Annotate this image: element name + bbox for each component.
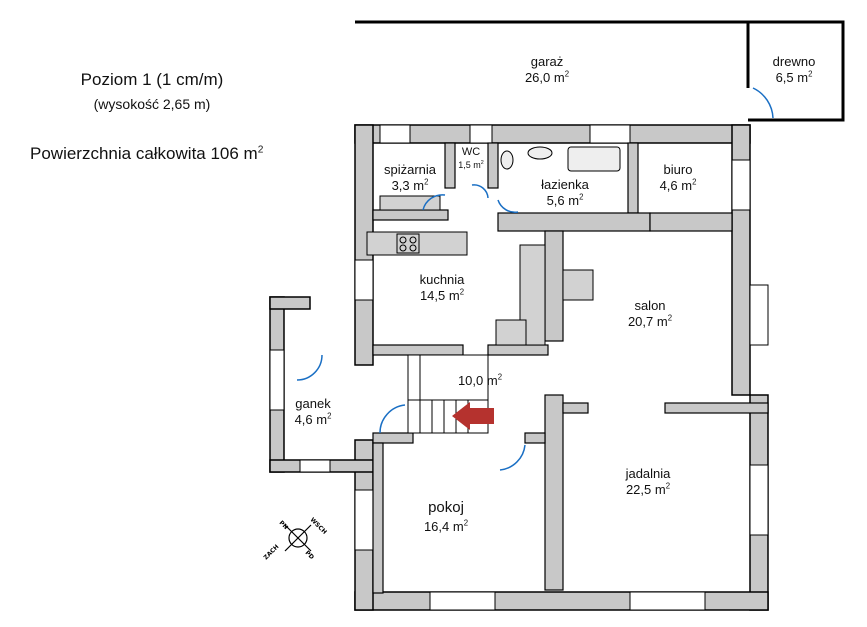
room-drewno: drewno 6,5 m2 (773, 54, 816, 86)
room-area: 14,5 m2 (419, 287, 465, 303)
room-wc: WC 1,5 m2 (458, 146, 484, 172)
room-garaz: garaż 26,0 m2 (525, 54, 569, 86)
compass-icon (284, 524, 312, 552)
compass-w: ZACH (262, 543, 280, 561)
room-name: jadalnia (625, 466, 671, 481)
room-area: 6,5 m2 (775, 69, 813, 85)
room-area: 16,4 m2 (423, 518, 469, 534)
room-name: kuchnia (419, 272, 465, 287)
room-area: 1,5 m2 (458, 160, 484, 170)
room-area: 4,6 m2 (659, 177, 697, 193)
room-name: salon (634, 298, 666, 313)
door-arcs (296, 87, 774, 471)
room-area: 10,0 m2 (457, 372, 503, 388)
room-area: 22,5 m2 (625, 481, 671, 497)
room-area: 4,6 m2 (294, 411, 332, 427)
room-name: drewno (772, 54, 816, 69)
room-area: 3,3 m2 (391, 177, 429, 193)
inner-walls (372, 142, 769, 594)
room-area: 20,7 m2 (627, 313, 673, 329)
room-hall: 10,0 m2 (458, 373, 502, 389)
total-area: Powierzchnia całkowita 106 m2 (30, 144, 263, 164)
windows (269, 124, 769, 611)
room-name: ganek (295, 396, 331, 411)
room-salon: salon 20,7 m2 (628, 298, 672, 330)
stove-icon (396, 233, 420, 254)
room-pokoj: pokoj 16,4 m2 (424, 498, 468, 536)
room-jadalnia: jadalnia 22,5 m2 (626, 466, 671, 498)
garage-outline (355, 20, 845, 122)
room-name: spiżarnia (383, 162, 437, 177)
outer-walls (269, 124, 769, 611)
room-kuchnia: kuchnia 14,5 m2 (420, 272, 465, 304)
kitchen-counter (366, 231, 594, 346)
compass-s: PD (304, 549, 316, 561)
total-area-sup: 2 (257, 144, 264, 156)
level-title: Poziom 1 (1 cm/m) (80, 70, 224, 89)
room-biuro: biuro 4,6 m2 (660, 162, 697, 194)
room-lazienka: łazienka 5,6 m2 (541, 177, 589, 209)
compass-e: WSCH (309, 516, 328, 535)
height-note: (wysokość 2,65 m) (93, 96, 211, 112)
room-name: pokoj (428, 499, 464, 516)
room-name: WC (461, 146, 481, 158)
room-area: 5,6 m2 (546, 192, 584, 208)
room-name: biuro (663, 162, 693, 177)
room-name: łazienka (541, 177, 589, 192)
total-area-label: Powierzchnia całkowita 106 m (30, 144, 258, 163)
compass-n: PN (278, 519, 290, 531)
stair-arrow-icon (452, 402, 494, 430)
room-name: garaż (530, 54, 564, 69)
room-ganek: ganek 4,6 m2 (295, 396, 332, 428)
room-spizarnia: spiżarnia 3,3 m2 (384, 162, 436, 194)
room-area: 26,0 m2 (524, 69, 570, 85)
